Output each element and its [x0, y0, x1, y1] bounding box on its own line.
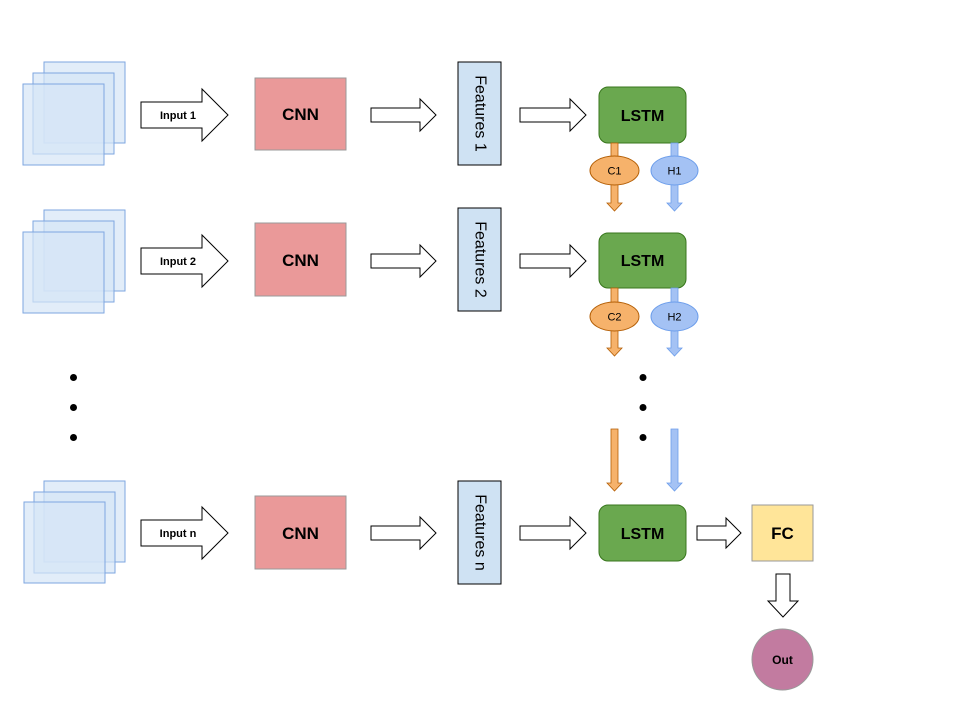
output-node: Out	[751, 628, 814, 691]
hidden-state-label-2: H2	[667, 312, 681, 324]
continuation-dots-right	[639, 374, 647, 441]
image-stack-n	[23, 480, 126, 584]
lstm-label-2: LSTM	[621, 253, 665, 270]
cnn-block-1: CNN	[254, 77, 347, 151]
row-2: Input 2 CNN Features 2 LSTM C2 H2	[22, 207, 699, 357]
hidden-state-label-1: H1	[667, 166, 681, 178]
features-block-2: Features 2	[457, 207, 502, 312]
hidden-state-1: H1	[650, 155, 699, 186]
output-label: Out	[772, 653, 793, 667]
cell-state-arrow-n	[606, 428, 623, 492]
hidden-state-arrow-n	[666, 428, 683, 492]
continuation-dots-left	[70, 374, 77, 441]
cnn-label-n: CNN	[282, 524, 319, 543]
lstm-block-1: LSTM	[598, 86, 687, 144]
lstm-block-n: LSTM	[598, 504, 687, 562]
input-label-2: Input 2	[160, 256, 196, 268]
row-1: Input 1 CNN Features 1 LSTM C1 H1	[22, 61, 699, 212]
image-stack-2	[22, 209, 126, 314]
fc-label: FC	[771, 524, 794, 543]
lstm-label-n: LSTM	[621, 526, 665, 543]
input-arrow-n: Input n	[140, 505, 229, 561]
cell-state-label-2: C2	[607, 312, 621, 324]
cnn-block-n: CNN	[254, 495, 347, 570]
cnn-label-1: CNN	[282, 105, 319, 124]
features-block-1: Features 1	[457, 61, 502, 166]
lstm-to-fc-arrow	[696, 516, 742, 550]
features-label-1: Features 1	[472, 75, 489, 152]
input-label-1: Input 1	[160, 110, 196, 122]
image-stack-1	[22, 61, 126, 166]
cell-state-label-1: C1	[607, 166, 621, 178]
features-to-lstm-arrow-1	[519, 97, 587, 133]
row-n: Input n CNN Features n LSTM FC Out	[23, 428, 814, 691]
input-label-n: Input n	[160, 528, 197, 540]
cell-state-2: C2	[589, 301, 640, 332]
fc-block: FC	[751, 504, 814, 562]
features-label-2: Features 2	[472, 221, 489, 298]
lstm-label-1: LSTM	[621, 108, 665, 125]
hidden-state-2: H2	[650, 301, 699, 332]
features-label-n: Features n	[472, 494, 489, 570]
cnn-block-2: CNN	[254, 222, 347, 297]
fc-to-output-arrow	[766, 573, 800, 618]
cnn-label-2: CNN	[282, 251, 319, 270]
cnn-to-features-arrow-1	[370, 97, 437, 133]
input-arrow-2: Input 2	[140, 233, 229, 289]
input-arrow-1: Input 1	[140, 87, 229, 143]
cell-state-1: C1	[589, 155, 640, 186]
cnn-to-features-arrow-n	[370, 515, 437, 551]
features-block-n: Features n	[457, 480, 502, 585]
cnn-to-features-arrow-2	[370, 243, 437, 279]
lstm-block-2: LSTM	[598, 232, 687, 289]
features-to-lstm-arrow-2	[519, 243, 587, 279]
features-to-lstm-arrow-n	[519, 515, 587, 551]
